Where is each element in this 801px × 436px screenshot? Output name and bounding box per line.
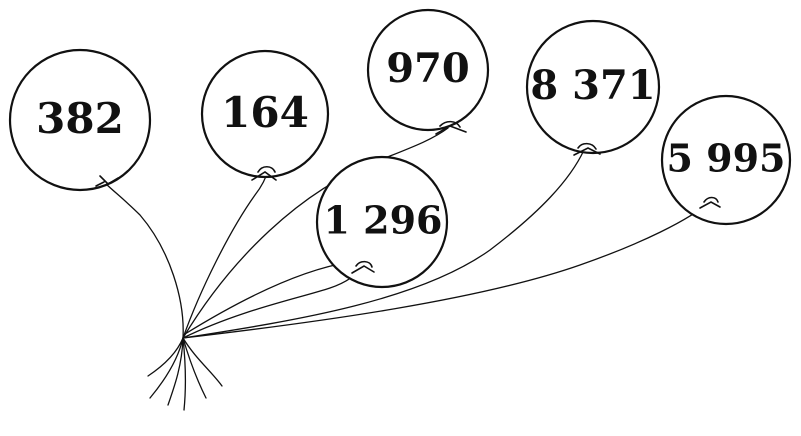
string-164: [182, 169, 269, 339]
balloon-5995-outline: [660, 94, 792, 226]
balloon-5995: 5 995: [660, 94, 792, 226]
balloon-970-label: 970: [386, 45, 470, 92]
balloon-1296-outline: [315, 155, 449, 289]
balloon-1296-knot: [351, 260, 375, 274]
balloon-970: 970: [366, 8, 490, 135]
balloon-1296-label: 1 296: [324, 198, 443, 243]
balloon-8371-label: 8 371: [530, 62, 655, 109]
balloon-382: 382: [8, 48, 152, 192]
balloon-8371-knot: [573, 142, 601, 156]
balloon-382-outline: [8, 48, 152, 192]
string-5995: [182, 199, 713, 339]
balloon-382-knot: [95, 175, 119, 187]
string-tail-6: [147, 337, 184, 377]
balloon-5995-knot: [699, 196, 721, 209]
string-382: [103, 181, 184, 339]
balloon-970-knot: [435, 120, 467, 135]
balloon-5995-label: 5 995: [667, 136, 786, 181]
balloon-164-knot: [251, 165, 277, 181]
string-tail-1: [149, 337, 184, 399]
balloon-164-label: 164: [221, 88, 309, 137]
balloon-1296: 1 296: [315, 155, 449, 289]
string-8371: [182, 149, 585, 339]
balloon-970-outline: [366, 8, 490, 132]
string-tail-2: [167, 337, 184, 406]
balloon-164: 164: [200, 49, 330, 181]
string-tail-5: [182, 337, 223, 387]
string-tail-4: [182, 337, 207, 399]
string-extra: [184, 261, 351, 335]
string-tail-3: [182, 337, 187, 411]
balloon-164-outline: [200, 49, 330, 179]
balloon-382-label: 382: [36, 94, 124, 143]
balloon-8371: 8 371: [525, 19, 661, 156]
balloon-8371-outline: [525, 19, 661, 155]
